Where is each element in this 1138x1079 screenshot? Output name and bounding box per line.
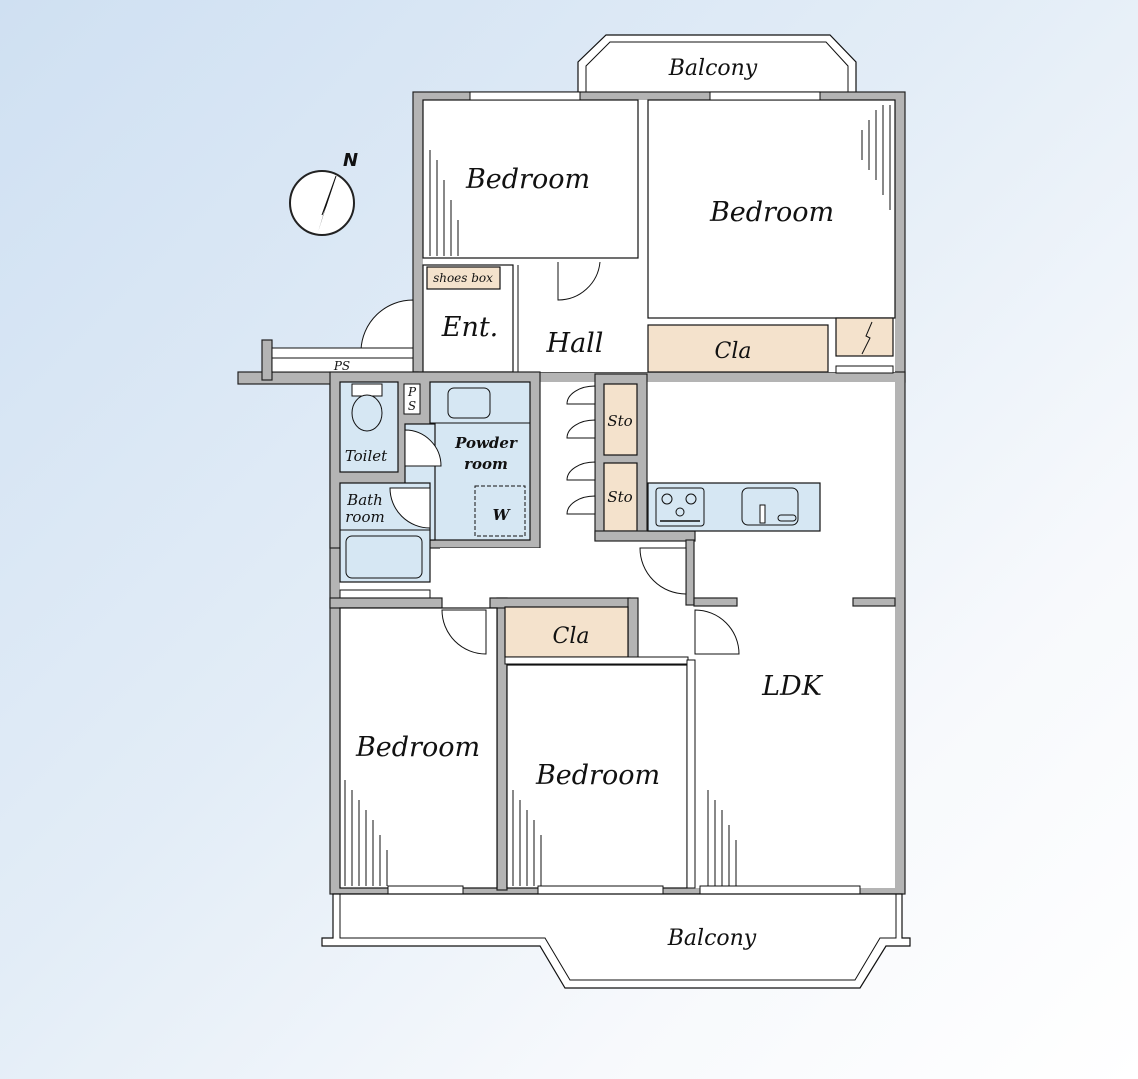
- hall-label: Hall: [546, 328, 604, 359]
- entrance-label: Ent.: [441, 312, 499, 343]
- closet-center: Cla: [504, 606, 689, 665]
- ps-inner-label-2: S: [408, 399, 416, 413]
- stove-icon: [655, 487, 705, 527]
- storage-1-label: Sto: [607, 412, 632, 430]
- kitchen-counter: [647, 482, 821, 532]
- bathroom-label-2: room: [345, 508, 384, 526]
- bedroom-sw: Bedroom: [339, 607, 498, 889]
- bedroom-s-label: Bedroom: [535, 760, 660, 791]
- bathroom-label-1: Bath: [346, 491, 383, 509]
- washer-label: W: [493, 506, 512, 524]
- storage-2-label: Sto: [607, 488, 632, 506]
- ps-inner-label-1: P: [407, 385, 417, 399]
- bedroom-ne: Bedroom: [647, 99, 896, 319]
- closet-ne: Cla: [647, 317, 894, 374]
- toilet-label: Toilet: [345, 447, 388, 465]
- pipe-space-inner: P S: [403, 383, 421, 415]
- balcony-bottom: Balcony: [321, 893, 911, 989]
- pipe-space-outer: PS: [271, 347, 414, 373]
- balcony-top: Balcony: [577, 34, 857, 96]
- closet-ne-label: Cla: [715, 339, 752, 364]
- entrance-door: [360, 299, 414, 351]
- ldk: LDK: [594, 382, 896, 888]
- toilet-room: Toilet: [339, 381, 399, 473]
- ps-label: PS: [333, 359, 350, 373]
- powder-room: Powder room W: [404, 381, 531, 541]
- shoes-box-label: shoes box: [433, 271, 493, 285]
- windows-top: [469, 91, 821, 101]
- bedroom-nw-label: Bedroom: [465, 164, 590, 195]
- entrance: shoes box Ent.: [360, 264, 514, 373]
- bedroom-nw: Bedroom: [422, 99, 639, 259]
- closet-center-label: Cla: [553, 624, 590, 649]
- bedroom-ne-label: Bedroom: [709, 197, 834, 228]
- washer-space: [474, 485, 526, 537]
- ldk-label: LDK: [761, 671, 824, 702]
- powder-room-label-2: room: [464, 455, 508, 473]
- balcony-top-label: Balcony: [668, 56, 758, 81]
- balcony-bottom-label: Balcony: [667, 926, 757, 951]
- shoes-box: [426, 266, 501, 290]
- bathroom: Bath room: [339, 482, 431, 599]
- compass-north-label: N: [343, 150, 358, 171]
- windows-bottom: [387, 885, 861, 895]
- hall-door: [557, 261, 601, 301]
- north-compass-icon: N: [289, 150, 358, 236]
- sink-icon: [741, 487, 799, 526]
- bedroom-s: Bedroom: [506, 659, 696, 889]
- bedroom-sw-label: Bedroom: [355, 732, 480, 763]
- powder-room-label-1: Powder: [454, 434, 518, 452]
